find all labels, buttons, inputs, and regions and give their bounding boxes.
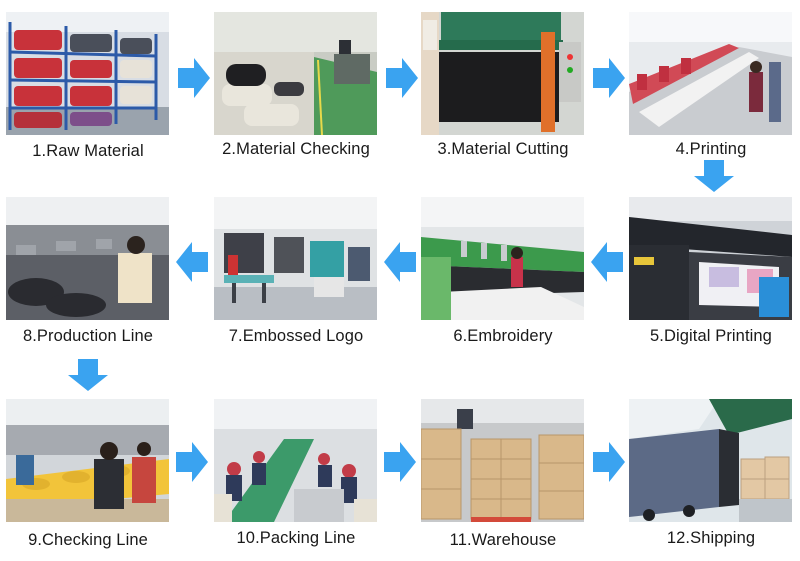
photo-checking-line xyxy=(6,399,169,522)
step-label: 12.Shipping xyxy=(666,529,756,547)
cutting-press-machine-image xyxy=(421,12,584,135)
shipping-truck-image xyxy=(629,399,792,522)
checking-workers-image xyxy=(6,399,169,522)
photo-packing-line xyxy=(214,399,377,522)
embroidery-machines-image xyxy=(421,197,584,320)
arrow-left-icon xyxy=(591,242,623,282)
step-label: 10.Packing Line xyxy=(236,529,356,547)
arrow-down-icon xyxy=(68,359,108,391)
step-label: 5.Digital Printing xyxy=(650,327,772,345)
packing-conveyor-image xyxy=(214,399,377,522)
arrow-left-icon xyxy=(384,242,416,282)
step-label: 7.Embossed Logo xyxy=(228,327,364,345)
photo-printing xyxy=(629,12,792,135)
arrow-right-icon xyxy=(178,58,210,98)
step-label: 9.Checking Line xyxy=(28,531,148,549)
step-label: 4.Printing xyxy=(675,140,747,158)
warehouse-cartons-image xyxy=(421,399,584,522)
arrow-left-icon xyxy=(176,242,208,282)
material-checking-floor-image xyxy=(214,12,377,135)
photo-digital-printing xyxy=(629,197,792,320)
photo-embroidery xyxy=(421,197,584,320)
arrow-right-icon xyxy=(386,58,418,98)
photo-warehouse xyxy=(421,399,584,522)
step-label: 8.Production Line xyxy=(22,327,154,345)
arrow-right-icon xyxy=(593,58,625,98)
digital-printer-image xyxy=(629,197,792,320)
sewing-workshop-image xyxy=(6,197,169,320)
photo-material-cutting xyxy=(421,12,584,135)
photo-material-checking xyxy=(214,12,377,135)
photo-raw-material xyxy=(6,12,169,135)
arrow-right-icon xyxy=(593,442,625,482)
printing-tables-image xyxy=(629,12,792,135)
photo-shipping xyxy=(629,399,792,522)
step-label: 1.Raw Material xyxy=(32,142,144,160)
photo-embossed-logo xyxy=(214,197,377,320)
step-label: 3.Material Cutting xyxy=(437,140,569,158)
step-label: 11.Warehouse xyxy=(449,531,557,549)
arrow-right-icon xyxy=(384,442,416,482)
raw-material-racks-image xyxy=(6,12,169,135)
embossing-machines-image xyxy=(214,197,377,320)
arrow-down-icon xyxy=(694,160,734,192)
step-label: 6.Embroidery xyxy=(453,327,553,345)
photo-production-line xyxy=(6,197,169,320)
arrow-right-icon xyxy=(176,442,208,482)
step-label: 2.Material Checking xyxy=(222,140,370,158)
